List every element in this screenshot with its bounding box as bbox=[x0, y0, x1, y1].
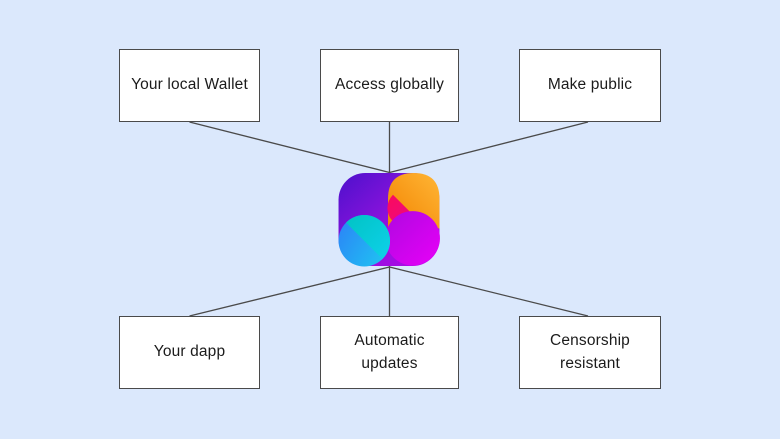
node-label: Automatic updates bbox=[354, 332, 425, 372]
bottom-connector bbox=[189, 263, 589, 317]
line-local-wallet bbox=[189, 121, 390, 174]
node-automatic-updates: Automatic updates bbox=[320, 316, 459, 389]
dapp-logo-icon bbox=[338, 172, 440, 267]
logo-magenta-shape bbox=[385, 211, 440, 266]
node-access-globally: Access globally bbox=[320, 49, 459, 122]
line-make-public bbox=[389, 121, 589, 174]
node-your-local-wallet: Your local Wallet bbox=[119, 49, 260, 122]
line-censorship-resistant bbox=[389, 266, 589, 317]
node-label: Your dapp bbox=[153, 343, 226, 361]
node-label: Your local Wallet bbox=[131, 76, 248, 94]
node-your-dapp: Your dapp bbox=[119, 316, 260, 389]
node-censorship-resistant: Censorship resistant bbox=[519, 316, 661, 389]
node-label: Access globally bbox=[334, 76, 445, 94]
top-connector bbox=[189, 121, 589, 176]
node-label: Make public bbox=[547, 76, 633, 94]
node-make-public: Make public bbox=[519, 49, 661, 122]
logo-teal-shape bbox=[346, 215, 391, 259]
line-your-dapp bbox=[189, 266, 390, 317]
node-label: Censorship resistant bbox=[550, 332, 630, 372]
